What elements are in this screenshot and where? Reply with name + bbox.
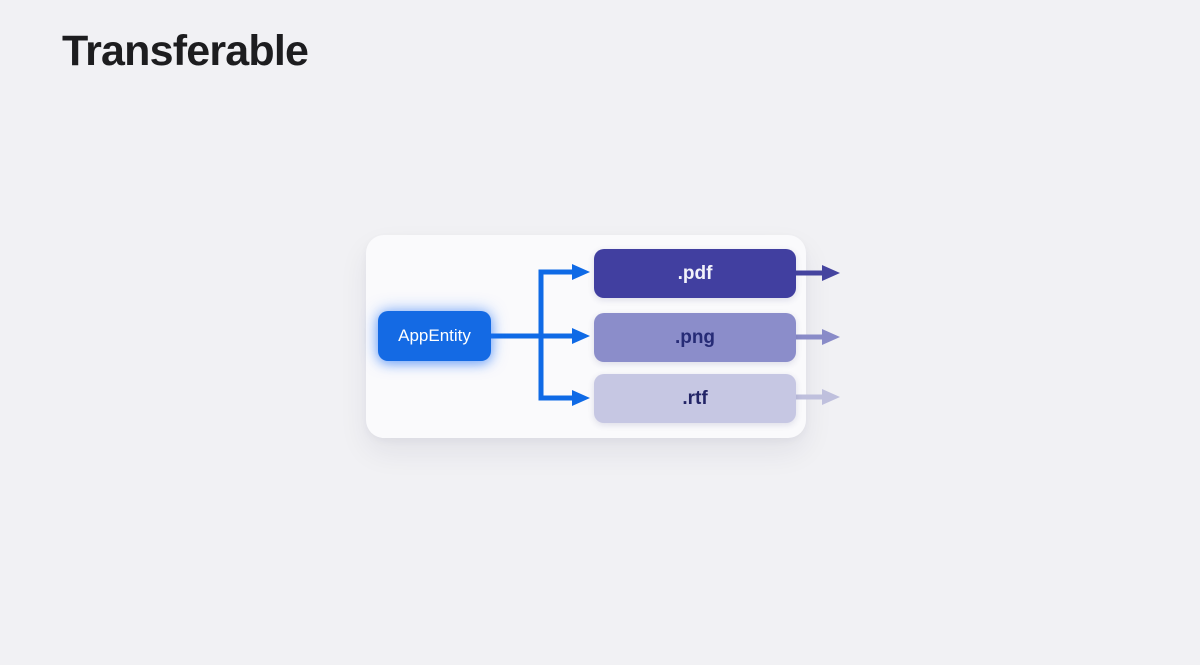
app-entity-box: AppEntity [378, 311, 491, 361]
format-label-pdf: .pdf [677, 262, 713, 284]
arrowhead-icon [822, 329, 840, 345]
arrowhead-icon [822, 265, 840, 281]
format-label-png: .png [674, 326, 716, 348]
format-box-png: .png [594, 313, 796, 362]
format-box-rtf: .rtf [594, 374, 796, 423]
format-label-rtf: .rtf [682, 387, 708, 409]
arrowhead-icon [822, 389, 840, 405]
format-box-pdf: .pdf [594, 249, 796, 298]
app-entity-label: AppEntity [398, 326, 471, 345]
page-title: Transferable [62, 27, 309, 75]
